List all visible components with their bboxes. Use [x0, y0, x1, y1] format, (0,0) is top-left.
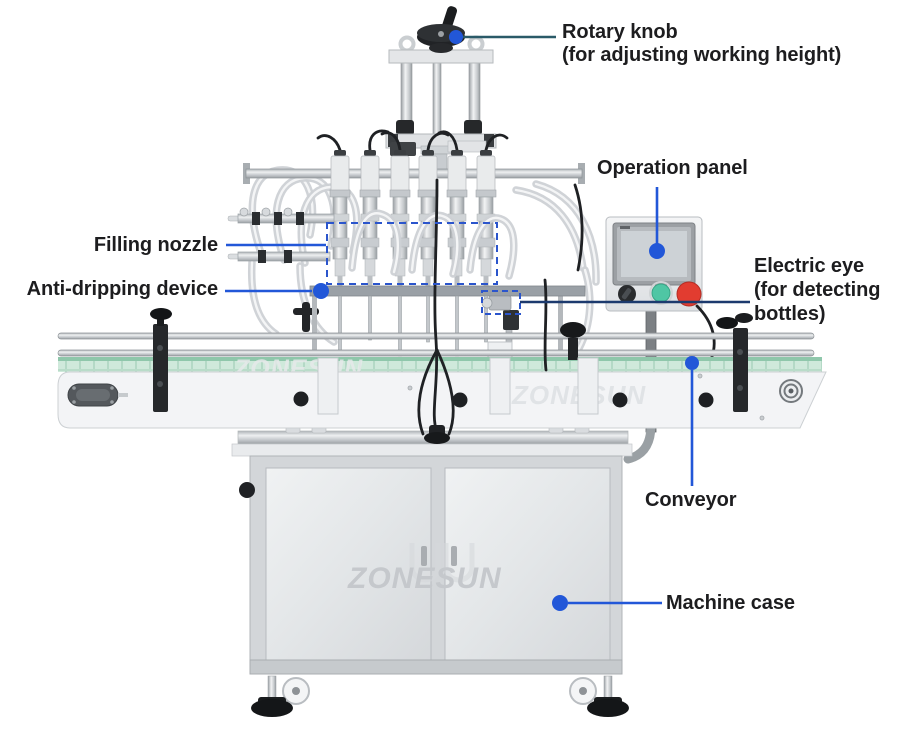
guide-knob-icon: [452, 392, 468, 408]
callout-conveyor-line: [685, 356, 699, 486]
label-conveyor: Conveyor: [645, 489, 737, 512]
guide-knob-icon: [612, 392, 628, 408]
door-handle-icon[interactable]: [451, 546, 457, 566]
guide-knob-icon: [293, 391, 309, 407]
nozzle-needles: [338, 295, 488, 357]
label-electric-eye-text: Electric eye: [754, 255, 864, 277]
start-button[interactable]: [651, 283, 671, 303]
bottle-guide-plate: [293, 357, 714, 415]
machine-case: ZONESUN: [231, 423, 633, 717]
callout-rotary-knob-line: [449, 30, 556, 44]
label-rotary-knob: Rotary knob (for adjusting working heigh…: [562, 21, 841, 67]
label-rotary-knob-text: Rotary knob: [562, 21, 678, 43]
callout-operation-panel-line: [649, 187, 665, 259]
label-electric-eye-note: (for detecting bottles): [754, 279, 881, 325]
rotary-knob: [417, 6, 465, 53]
eye-bolt-icon: [398, 35, 416, 53]
main-cables: [417, 178, 548, 444]
rail-bracket-icon: [150, 308, 753, 412]
label-machine-case-text: Machine case: [666, 592, 795, 614]
emergency-stop-button[interactable]: [676, 281, 702, 307]
liquid-manifold: [227, 207, 335, 332]
callout-machine-case-line: [552, 595, 662, 611]
callout-anti-dripping-line: [225, 283, 329, 299]
label-anti-dripping-device: Anti-dripping device: [18, 278, 218, 301]
conveyor-side-panel: [57, 371, 827, 429]
label-rotary-knob-note: (for adjusting working height): [562, 44, 842, 66]
cable-grommet-icon: [424, 432, 450, 444]
label-machine-case: Machine case: [666, 592, 795, 615]
label-filling-nozzle: Filling nozzle: [18, 234, 218, 257]
callout-graphics: [225, 30, 750, 611]
caster-wheel-icon: [282, 677, 597, 705]
electric-eye-dashed-box: [481, 290, 521, 315]
callout-filling-nozzle-line: [226, 222, 498, 285]
filling-head-bar: [243, 163, 585, 184]
label-filling-nozzle-text: Filling nozzle: [93, 234, 218, 256]
callout-electric-eye-line: [481, 290, 750, 315]
guide-knob-icon: [698, 392, 714, 408]
label-electric-eye: Electric eye (for detecting bottles): [754, 254, 888, 326]
brand-logo-ghost: [409, 543, 475, 583]
cabinet-watermark: ZONESUN: [347, 562, 502, 595]
label-conveyor-text: Conveyor: [645, 489, 737, 511]
nozzle-cables: [316, 129, 584, 272]
filling-nozzle-dashed-box: [326, 222, 498, 285]
door-handle-icon[interactable]: [421, 546, 427, 566]
label-anti-dripping-text: Anti-dripping device: [26, 278, 218, 300]
side-knob-icon: [239, 482, 255, 498]
eye-bolt-icon: [467, 35, 485, 53]
label-operation-panel-text: Operation panel: [597, 157, 748, 179]
conveyor: ZONESUN ZONESUN: [57, 308, 827, 429]
conveyor-belt: [58, 361, 822, 372]
adjustable-foot-icon: [251, 675, 629, 717]
label-operation-panel: Operation panel: [597, 157, 748, 180]
